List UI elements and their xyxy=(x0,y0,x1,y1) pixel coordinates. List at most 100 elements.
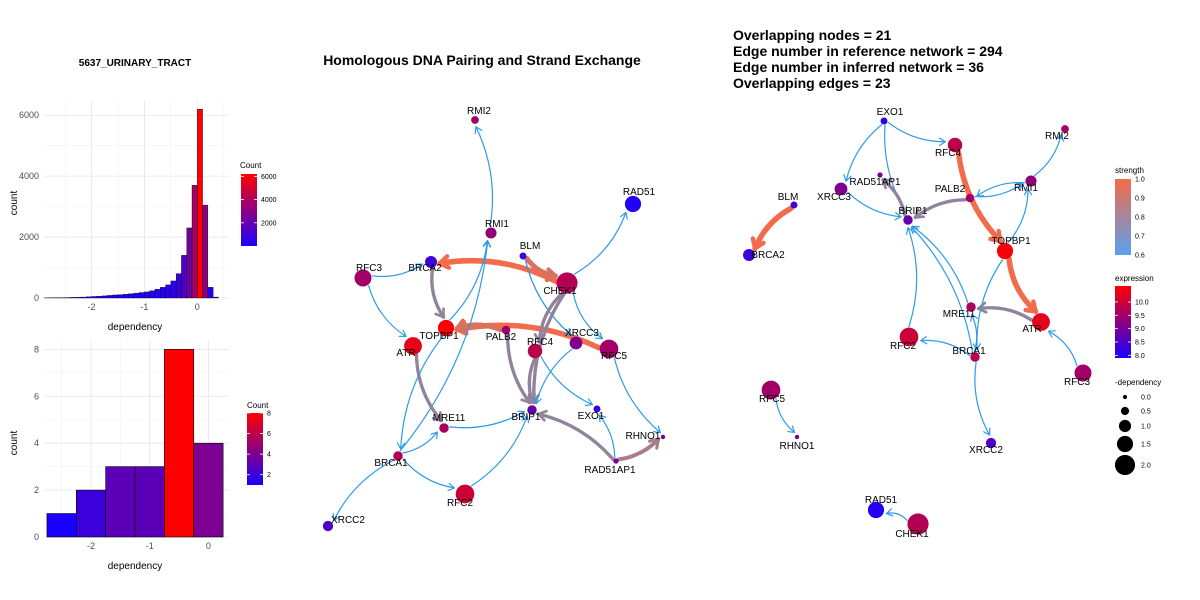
netref-node-RFC2 xyxy=(455,484,475,504)
netref-edge-CHEK1-RFC5 xyxy=(572,292,603,340)
netref-node-BRCA1 xyxy=(393,451,403,461)
hist1-xlabel: dependency xyxy=(108,322,163,333)
netref-edge-RAD51AP1-EXO1 xyxy=(598,414,616,459)
expression-tick-label: 10.0 xyxy=(1135,300,1149,307)
netref-node-label-MRE11: MRE11 xyxy=(433,413,466,424)
netinf-edge-arrowhead xyxy=(982,427,991,436)
netinf-edge-arrowhead xyxy=(976,189,985,197)
netinf-edge-ATR-MRE11 xyxy=(976,306,1033,322)
netref-edge-RFC4-BRIP1 xyxy=(527,357,537,404)
hist1-bar xyxy=(107,295,113,299)
netinf-edge-arrowhead xyxy=(787,425,796,434)
legend-tick-label: 6000 xyxy=(261,174,277,181)
netinf-edge-arrowhead xyxy=(885,508,894,517)
netref-node-MRE11 xyxy=(439,423,449,433)
netinf-node-MRE11 xyxy=(966,302,976,312)
hist2-ytick-label: 8 xyxy=(34,344,39,354)
netref-node-PALB2 xyxy=(501,325,511,335)
netinf-node-TOPBP1 xyxy=(996,242,1014,260)
netinf-edge-TOPBP1-ATR xyxy=(1006,256,1039,315)
stats-line-1: Overlapping nodes = 21 xyxy=(733,27,892,43)
netref-edge-arrowhead xyxy=(517,410,526,419)
hist2-bar xyxy=(105,466,136,538)
netinf-edge-EXO1-BRIP1 xyxy=(884,124,907,214)
netref-node-label-RMI2: RMI2 xyxy=(467,106,491,117)
hist1-xtick-label: 0 xyxy=(195,302,200,312)
netinf-node-XRCC2 xyxy=(985,437,997,449)
dependency-legend-title: -dependency xyxy=(1115,378,1161,387)
expression-tick-label: 9.0 xyxy=(1135,326,1145,333)
dependency-size-key xyxy=(1116,435,1134,453)
hist1-bar xyxy=(144,291,150,299)
netref-node-RAD51 xyxy=(624,195,642,213)
hist1-bar xyxy=(149,290,156,299)
netref-edge-CHEK1-BRCA2 xyxy=(437,257,559,284)
netref-edge-arrowhead xyxy=(652,425,661,434)
netinf-edge-BRCA1-XRCC2 xyxy=(974,362,991,436)
netref-edge-BRCA2-TOPBP1 xyxy=(430,267,446,319)
netinf-edge-arrowhead xyxy=(1047,330,1056,338)
netref-edge-arrowhead xyxy=(482,240,492,248)
netinf-edge-arrowhead xyxy=(970,314,978,323)
netref-edge-RFC3-BRCA2 xyxy=(371,263,423,278)
netref-node-label-XRCC3: XRCC3 xyxy=(565,328,599,339)
netinf-edge-BRCA1-BRIP1 xyxy=(910,226,974,353)
netinf-node-BRIP1 xyxy=(903,215,913,225)
netref-edge-XRCC3-BRIP1 xyxy=(535,348,573,405)
netref-edge-arrowhead xyxy=(398,329,407,337)
dependency-size-key xyxy=(1120,406,1130,416)
netref-edge-BRCA1-RMI1 xyxy=(399,240,489,452)
hist1-bar xyxy=(101,295,108,299)
netinf-node-label-RHNO1: RHNO1 xyxy=(779,441,814,452)
netinf-node-RMI1 xyxy=(1025,175,1037,187)
hist1-bar xyxy=(75,297,82,299)
netinf-node-EXO1 xyxy=(880,117,888,125)
hist1-bar xyxy=(160,287,166,299)
netinf-node-RMI2 xyxy=(1061,125,1069,133)
netref-edge-arrowhead xyxy=(447,482,455,492)
expression-legend-title: expression xyxy=(1115,274,1154,283)
strength-tick-label: 0.6 xyxy=(1135,253,1145,260)
expression-tick-label: 8.5 xyxy=(1135,340,1145,347)
netref-edge-arrowhead xyxy=(544,267,558,283)
netinf-node-RAD51 xyxy=(867,501,885,519)
hist1-ylabel: count xyxy=(9,191,20,216)
netinf-node-XRCC3 xyxy=(834,182,848,196)
netinf-edge-arrowhead xyxy=(977,301,988,314)
netref-node-BLM xyxy=(519,252,527,260)
netref-edge-RFC5-RHNO1 xyxy=(613,357,661,434)
netinf-node-label-ATR: ATR xyxy=(1022,324,1041,335)
netref-edge-RFC4-EXO1 xyxy=(540,356,593,406)
netinf-node-label-XRCC2: XRCC2 xyxy=(969,445,1003,456)
expression-tick-label: 9.5 xyxy=(1135,313,1145,320)
netinf-edge-TOPBP1-RMI1 xyxy=(1007,188,1029,244)
hist1-bar xyxy=(123,294,129,299)
netinf-edge-CHEK1-RAD51 xyxy=(885,512,908,521)
netinf-edge-arrowhead xyxy=(910,226,919,235)
hist2-legend-title: Count xyxy=(247,401,269,410)
netinf-edge-MRE11-BRIP1 xyxy=(911,225,969,303)
dependency-key-label: 1.5 xyxy=(1141,442,1151,449)
netref-edge-arrowhead xyxy=(414,263,423,271)
hist1-bar xyxy=(117,294,124,299)
netref-node-label-BRCA1: BRCA1 xyxy=(374,458,408,469)
netinf-edge-arrowhead xyxy=(938,137,946,146)
hist2-xtick-label: 0 xyxy=(206,541,211,551)
inferred-network-labels: EXO1RMI2RFC4RAD51AP1RMI1XRCC3PALB2BLMBRI… xyxy=(751,107,1090,540)
netref-node-label-RFC2: RFC2 xyxy=(447,498,474,509)
hist1-bar xyxy=(165,284,172,299)
netinf-node-RHNO1 xyxy=(794,434,800,440)
hist1-title: 5637_URINARY_TRACT xyxy=(79,58,191,69)
stats-line-4: Overlapping edges = 23 xyxy=(733,75,891,91)
inferred-network-edges xyxy=(750,121,1078,521)
hist1-bar xyxy=(86,296,92,299)
netref-edge-RAD51AP1-BRIP1 xyxy=(536,412,615,461)
netref-edge-arrowhead xyxy=(648,437,660,450)
netinf-edge-RFC3-ATR xyxy=(1047,330,1078,367)
dependency-legend: -dependency 0.00.51.01.52.0 xyxy=(1114,378,1161,476)
